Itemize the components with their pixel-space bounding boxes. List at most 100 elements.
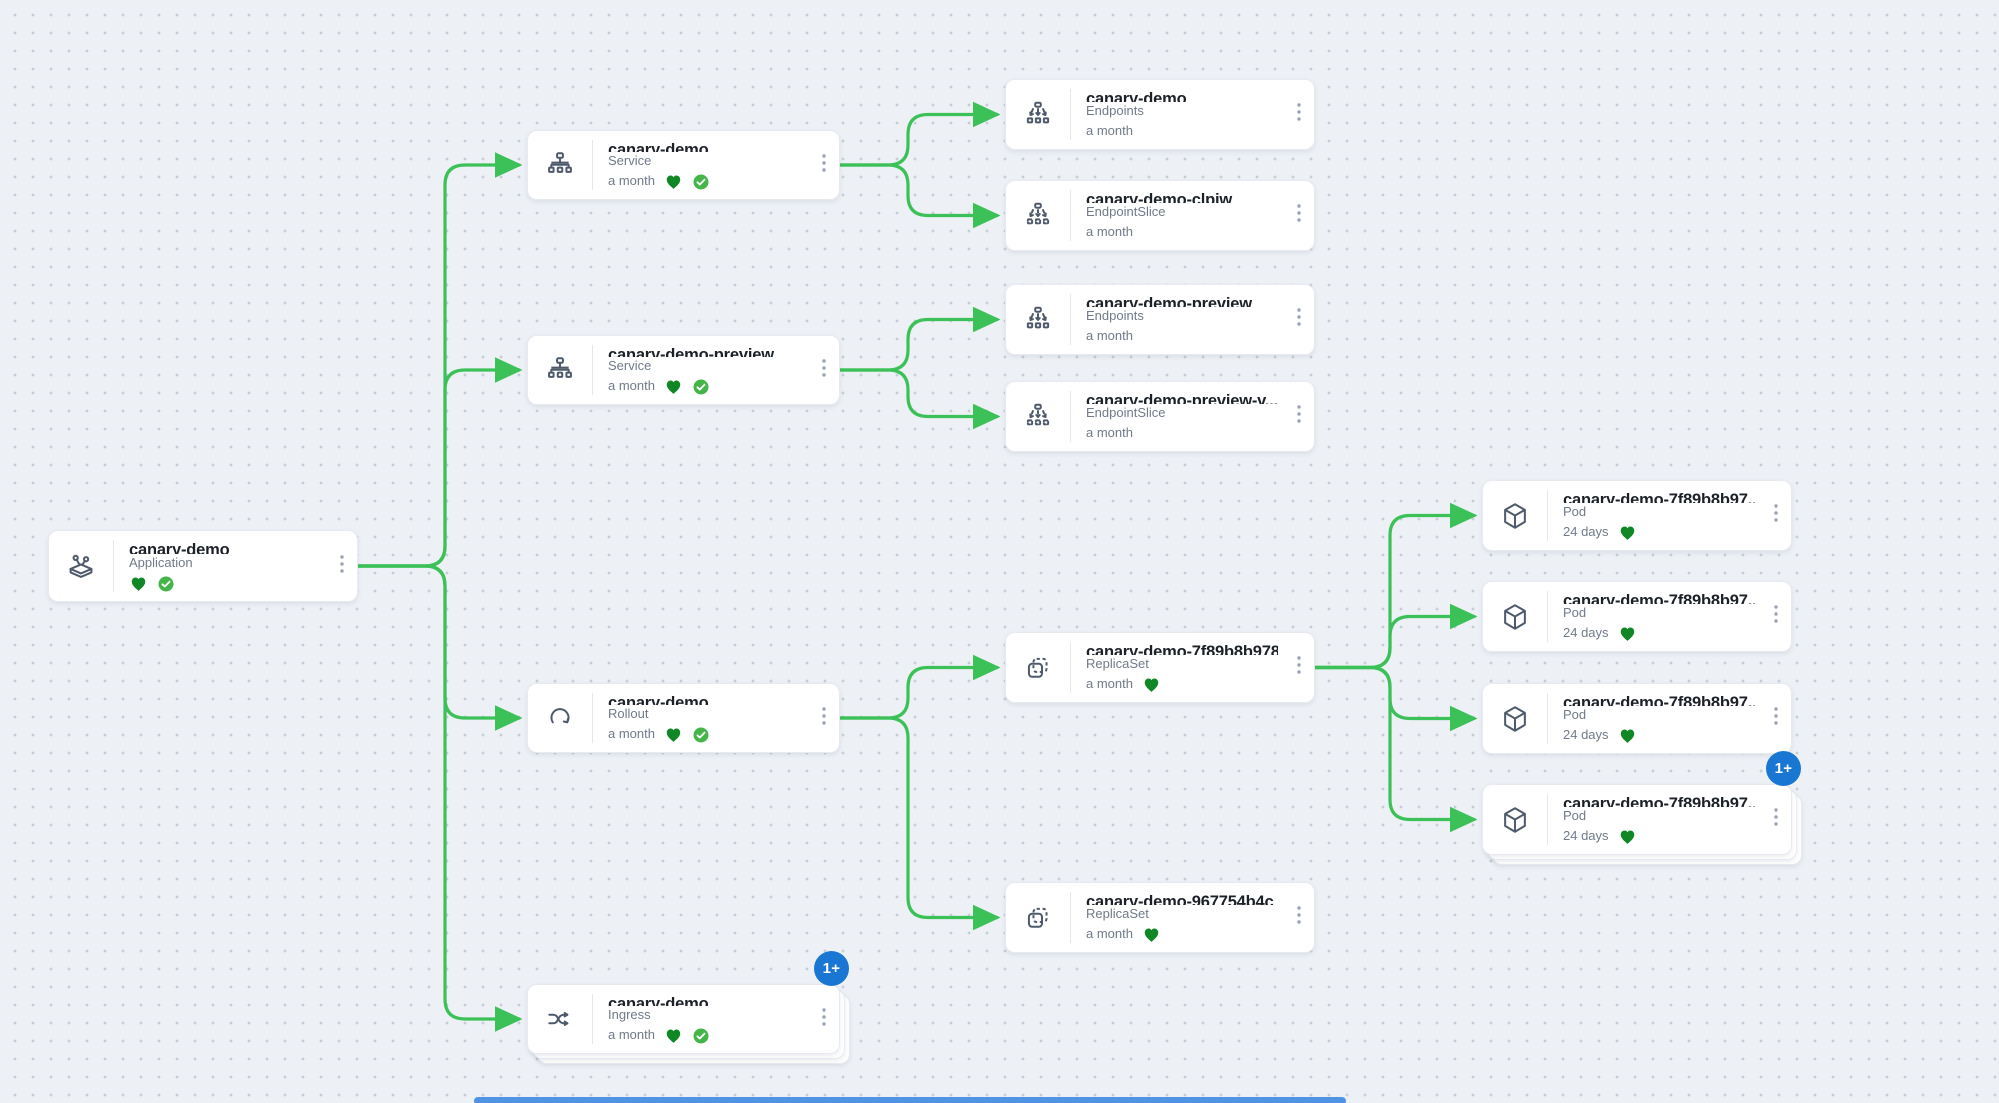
synced-check-icon (692, 173, 710, 191)
node-kind-label: Pod (1563, 504, 1587, 520)
node-menu-button[interactable] (1284, 883, 1314, 952)
kebab-icon (1291, 904, 1307, 931)
edge-app-to-ingress (356, 564, 523, 1032)
node-menu-button[interactable] (327, 531, 357, 601)
node-menu-button[interactable] (809, 336, 839, 404)
node-menu-button[interactable] (809, 684, 839, 752)
edge-rs1-to-pod3 (1313, 665, 1478, 732)
node-age: a month (608, 726, 655, 742)
node-title: canary-demo-7f89b8b97... (1563, 491, 1755, 504)
kebab-icon (1768, 705, 1784, 732)
kebab-icon (1291, 306, 1307, 333)
healthy-heart-icon (1618, 828, 1637, 846)
ingress-icon (528, 985, 592, 1053)
healthy-heart-icon (664, 173, 683, 191)
kebab-icon (816, 705, 832, 732)
node-title: canary-demo (608, 995, 709, 1007)
node-meta-row: a month (608, 172, 803, 191)
node-menu-button[interactable] (1284, 382, 1314, 451)
pod-icon (1483, 481, 1547, 550)
synced-check-icon (157, 575, 175, 593)
node-age: a month (1086, 224, 1133, 240)
card-divider (1547, 693, 1548, 744)
node-menu-button[interactable] (1284, 633, 1314, 702)
service-icon (528, 131, 592, 199)
hidden-count-badge[interactable]: 1+ (814, 951, 849, 986)
node-menu-button[interactable] (1284, 285, 1314, 354)
node-menu-button[interactable] (1761, 684, 1791, 753)
healthy-heart-icon (1618, 727, 1637, 745)
healthy-heart-icon (129, 575, 148, 593)
kebab-icon (1291, 202, 1307, 229)
node-meta-row (129, 574, 321, 593)
endpoints-icon (1006, 285, 1070, 354)
kebab-icon (1291, 654, 1307, 681)
node-title: canary-demo (129, 541, 230, 555)
node-menu-button[interactable] (1761, 785, 1791, 854)
edge-rs1-to-pod1 (1313, 502, 1478, 670)
edge-psvc-to-ep2 (838, 306, 1001, 372)
node-menu-button[interactable] (809, 985, 839, 1053)
healthy-heart-icon (1142, 676, 1161, 694)
node-menu-button[interactable] (1284, 181, 1314, 250)
card-divider (1070, 892, 1071, 943)
synced-check-icon (692, 1027, 710, 1045)
node-menu-button[interactable] (809, 131, 839, 199)
kebab-icon (816, 1006, 832, 1033)
horizontal-scrollbar-thumb[interactable] (474, 1097, 1346, 1103)
node-meta-row: 24 days (1563, 624, 1755, 643)
node-age: a month (608, 173, 655, 189)
endpointslice-icon (1006, 181, 1070, 250)
node-menu-button[interactable] (1761, 481, 1791, 550)
node-age: a month (1086, 328, 1133, 344)
hidden-count-badge[interactable]: 1+ (1766, 751, 1801, 786)
card-divider (592, 994, 593, 1044)
node-menu-button[interactable] (1284, 80, 1314, 149)
application-icon (49, 531, 113, 601)
node-kind-label: Ingress (608, 1007, 651, 1023)
node-kind-label: ReplicaSet (1086, 906, 1149, 922)
healthy-heart-icon (1618, 625, 1637, 643)
node-kind-label: ReplicaSet (1086, 656, 1149, 672)
node-meta-row: a month (1086, 925, 1278, 944)
node-age: 24 days (1563, 828, 1609, 844)
node-menu-button[interactable] (1761, 582, 1791, 651)
node-title: canary-demo-7f89b8b978 (1086, 643, 1278, 656)
